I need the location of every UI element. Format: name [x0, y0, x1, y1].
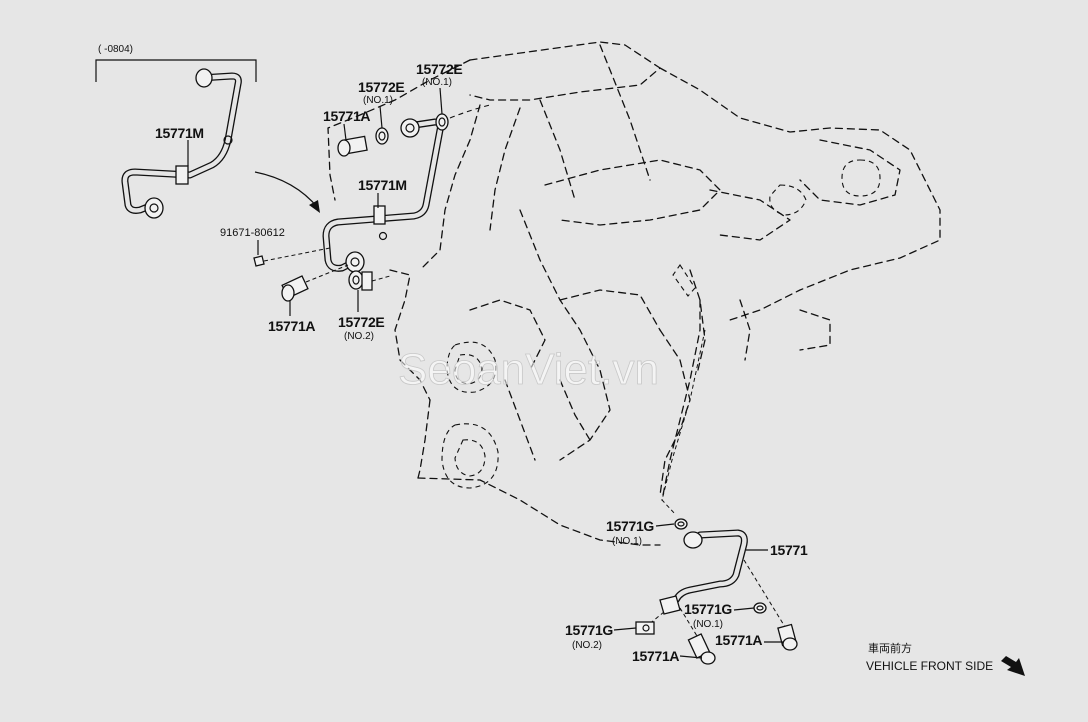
bolt-91671-80612: [253, 247, 331, 267]
union-bolt-15771a-left: [281, 264, 349, 302]
label-15772e-lower-sub: (NO.2): [344, 331, 374, 342]
label-15771g-upper: 15771G: [606, 518, 654, 534]
label-15771a-left: 15771A: [268, 318, 315, 334]
watermark: SeoanViet.vn: [398, 345, 659, 394]
union-bolt-15771a-top: [337, 135, 368, 157]
label-15771g-right-sub: (NO.1): [693, 619, 723, 630]
gasket-15772e-top: [375, 127, 389, 145]
label-15771a-top: 15771A: [323, 108, 370, 124]
engine-outline: [327, 41, 941, 546]
label-15771a-bottom: 15771A: [632, 648, 679, 664]
replacement-arrow: [254, 171, 320, 213]
label-15772e-lower: 15772E: [338, 314, 384, 330]
gasket-15771g-upper: [674, 518, 688, 530]
gasket-15772e-lower: [348, 270, 391, 291]
label-15771m-new: 15771M: [358, 177, 407, 193]
front-arrow-icon: [1001, 656, 1025, 676]
union-bolt-15771a-bottom: [687, 633, 716, 665]
label-15771g-upper-sub: (NO.1): [612, 536, 642, 547]
pipe-15771: [647, 529, 791, 637]
label-15771m-old: 15771M: [155, 125, 204, 141]
label-15771a-right: 15771A: [715, 632, 762, 648]
label-91671-80612: 91671-80612: [220, 227, 285, 239]
label-15772e-top-sub: (NO.1): [363, 95, 393, 106]
union-bolt-15771a-right: [777, 623, 798, 651]
label-15772e-right-sub: (NO.1): [422, 77, 452, 88]
label-15772e-top: 15772E: [358, 79, 404, 95]
gasket-15772e-right: [435, 113, 449, 131]
label-15771g-left-sub: (NO.2): [572, 640, 602, 651]
label-15772e-right: 15772E: [416, 61, 462, 77]
gasket-15771g-left: [635, 621, 655, 635]
pipe-15771m-old: [121, 68, 242, 219]
label-15771g-left: 15771G: [565, 622, 613, 638]
gasket-15771g-right: [753, 602, 767, 614]
label-15771: 15771: [770, 542, 808, 558]
front-side-en: VEHICLE FRONT SIDE: [866, 659, 993, 673]
vehicle-front-indicator: 車両前方 VEHICLE FRONT SIDE: [866, 641, 1025, 676]
bracket-note: ( -0804): [98, 44, 133, 55]
version-bracket: ( -0804): [95, 44, 257, 82]
label-15771g-right: 15771G: [684, 601, 732, 617]
front-side-jp: 車両前方: [868, 641, 912, 655]
